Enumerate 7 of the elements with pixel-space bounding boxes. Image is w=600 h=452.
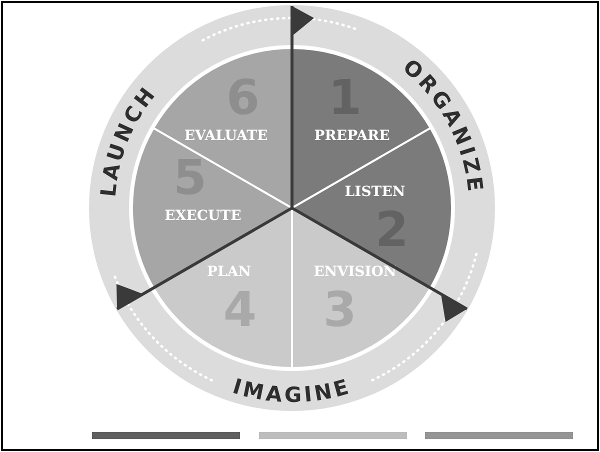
step-label: EVALUATE	[184, 128, 268, 144]
phase-label: IMAGINE	[230, 374, 354, 408]
step-label: EXECUTE	[164, 208, 242, 224]
step-label: PREPARE	[314, 128, 390, 144]
pie-sector	[152, 207, 293, 369]
step-label: LISTEN	[344, 184, 406, 200]
step-label: ENVISION	[314, 264, 396, 280]
